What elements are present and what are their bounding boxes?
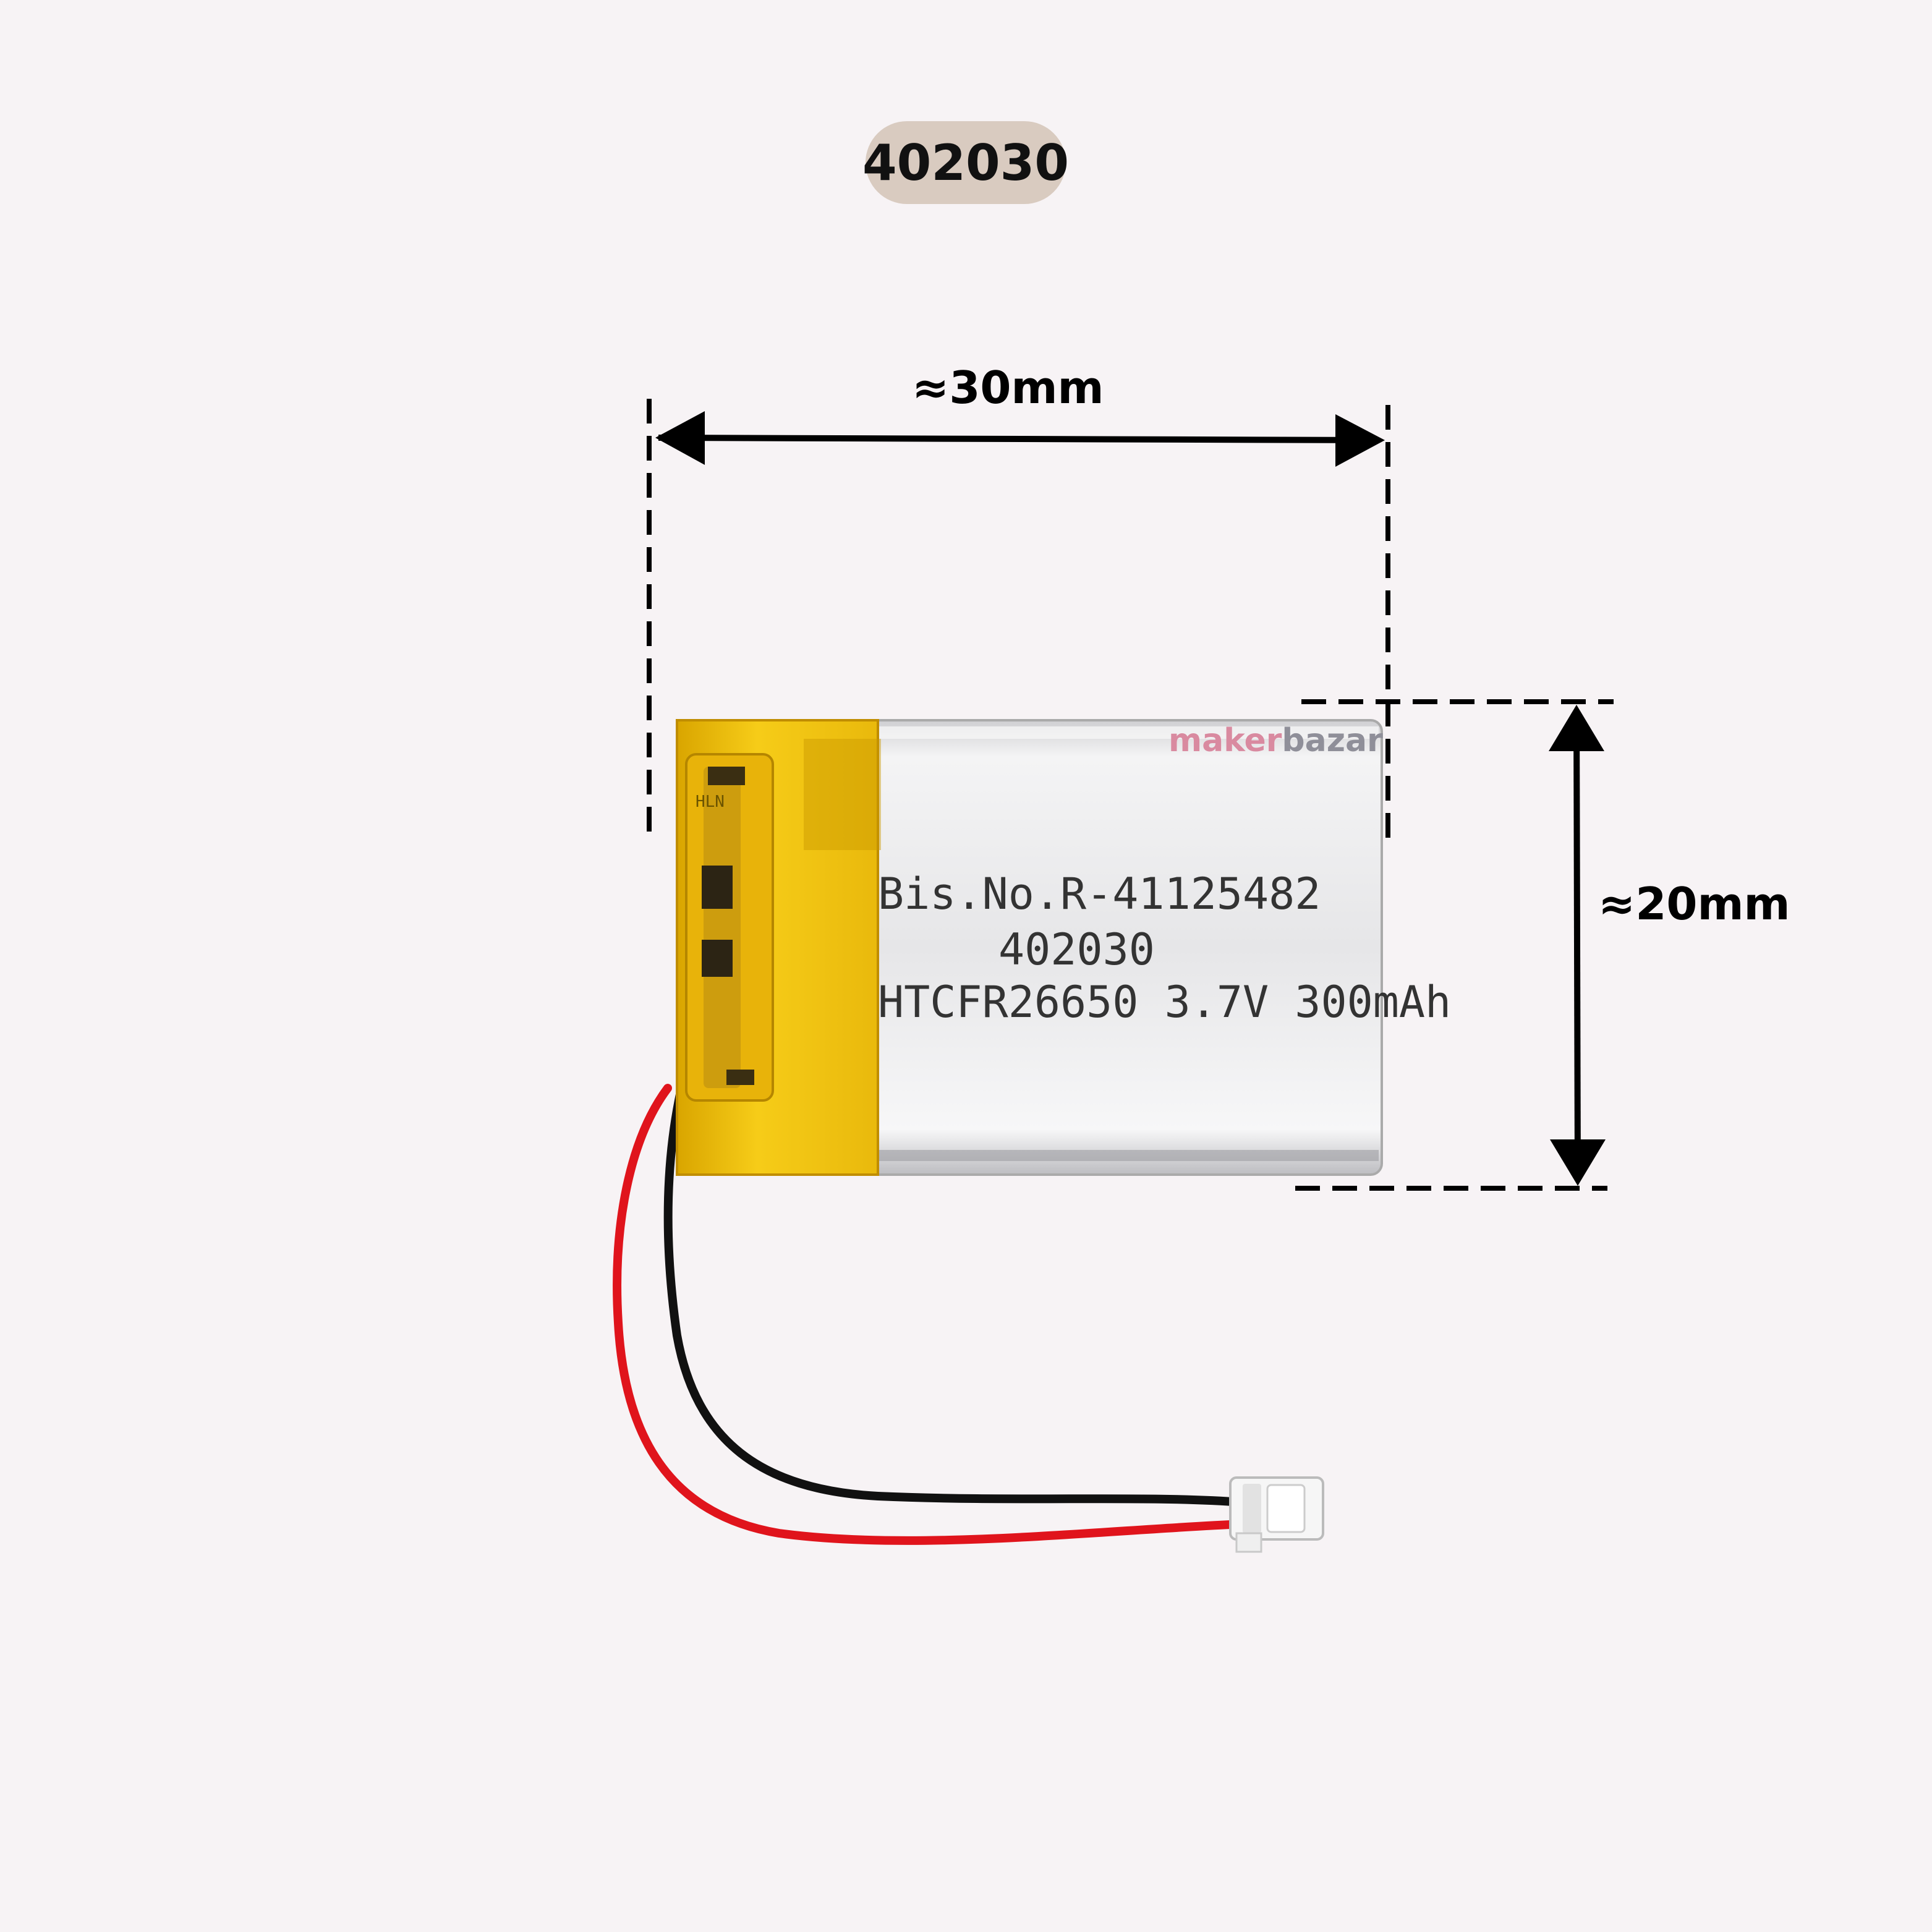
height-dimension <box>1295 699 1614 1191</box>
label-line-2: 402030 <box>998 924 1155 975</box>
jst-connector <box>1229 1476 1324 1553</box>
label-line-3: HTCFR26650 3.7V 300mAh <box>878 977 1451 1028</box>
protection-pcb: HLN <box>685 753 774 1102</box>
watermark-logo: makerbazar <box>1168 722 1383 759</box>
battery-label: Bis.No.R-41125482 402030 HTCFR26650 3.7V… <box>878 869 1451 1028</box>
red-wire <box>613 1084 1247 1545</box>
label-line-1: Bis.No.R-41125482 <box>878 869 1321 919</box>
width-dimension <box>647 399 1390 847</box>
width-label: ≈30mm <box>912 362 1104 414</box>
battery-pack: HLN Bis.No.R-41125482 402030 HTCFR26650 … <box>676 719 1451 1176</box>
model-badge: 402030 <box>862 121 1069 204</box>
height-label: ≈20mm <box>1598 878 1790 930</box>
pcb-marking: HLN <box>696 793 725 811</box>
black-wire <box>663 1090 1247 1507</box>
